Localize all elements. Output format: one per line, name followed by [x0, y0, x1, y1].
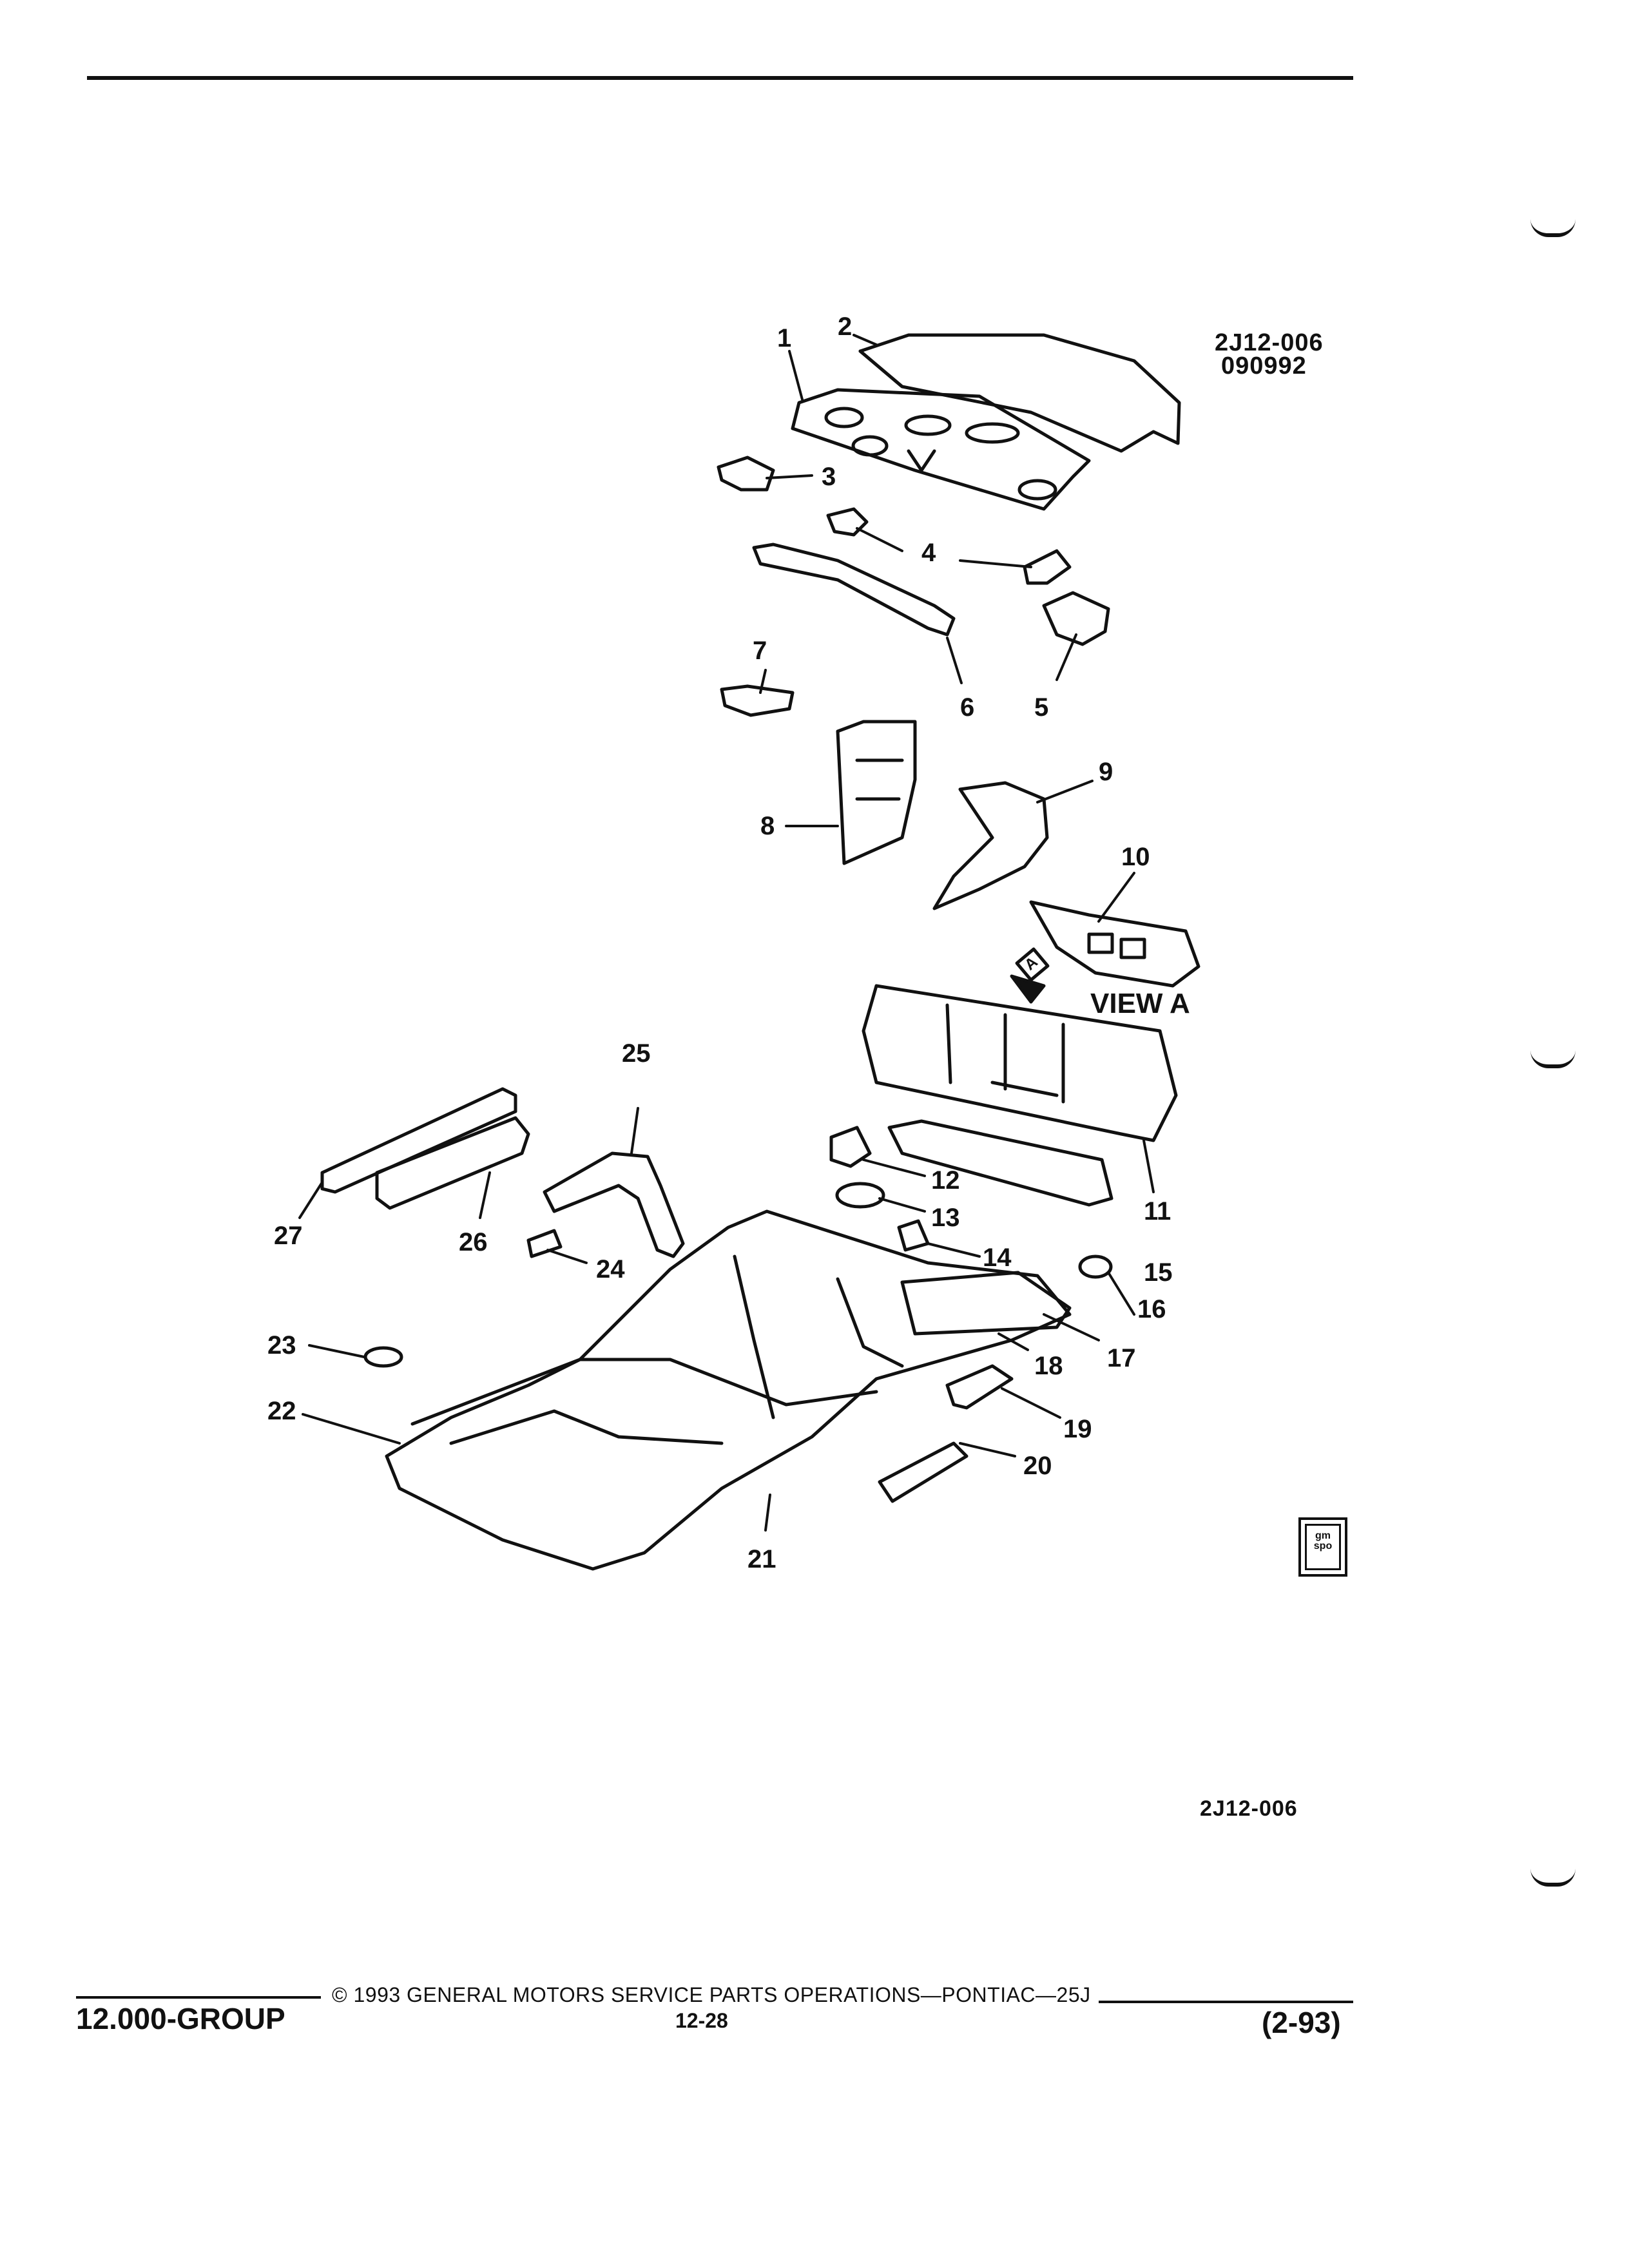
binding-mark: [1530, 1869, 1576, 1887]
binding-mark: [1530, 219, 1576, 237]
leader-lines: [298, 334, 1155, 1532]
callout-17: 17: [1107, 1344, 1136, 1372]
view-a-arrow-icon: [1010, 974, 1046, 1004]
callout-4: 4: [921, 539, 936, 567]
part-bracket-4-right: [1023, 549, 1072, 585]
callout-6: 6: [960, 693, 975, 722]
part-rail-26: [375, 1116, 530, 1210]
gm-spo-logo: gm spo: [1298, 1517, 1347, 1577]
callout-14: 14: [983, 1244, 1012, 1272]
footer-date: (2-93): [1262, 2006, 1341, 2039]
part-wheelhouse-9: [932, 781, 1049, 910]
callout-11: 11: [1144, 1197, 1171, 1225]
callout-10: 10: [1121, 843, 1150, 871]
part-rail-20: [878, 1441, 969, 1503]
callout-12: 12: [931, 1166, 960, 1195]
callout-19: 19: [1063, 1415, 1092, 1443]
view-a-label: VIEW A: [1090, 988, 1190, 1019]
callout-7: 7: [753, 637, 767, 665]
part-bracket-14: [897, 1219, 930, 1252]
part-bracket-12: [829, 1126, 872, 1168]
part-floor-rear-17: [900, 1271, 1072, 1336]
part-plug-16: [1078, 1254, 1113, 1279]
callout-2: 2: [838, 312, 853, 341]
part-bracket-7: [720, 684, 795, 717]
callout-22: 22: [267, 1397, 296, 1425]
callout-1: 1: [777, 324, 792, 352]
part-plug-13: [835, 1182, 885, 1209]
callout-13: 13: [931, 1204, 960, 1232]
part-bar-6: [752, 543, 956, 637]
footer-rule-right: [1099, 2001, 1353, 2003]
view-a-marker-box: [1015, 947, 1050, 982]
part-rail-27: [320, 1087, 517, 1194]
figure-date-code: 090992: [1221, 352, 1307, 380]
callout-3: 3: [822, 463, 836, 491]
callout-20: 20: [1023, 1452, 1052, 1480]
callout-21: 21: [747, 1545, 776, 1573]
callout-9: 9: [1099, 758, 1113, 786]
footer-copyright: © 1993 GENERAL MOTORS SERVICE PARTS OPER…: [332, 1983, 1091, 2006]
figure-id: 2J12-006: [1215, 329, 1324, 356]
callout-5: 5: [1034, 693, 1049, 722]
gm-spo-logo-text: gm spo: [1305, 1524, 1341, 1570]
callout-25: 25: [622, 1039, 651, 1068]
part-shelf-panel: [791, 388, 1091, 511]
part-bracket-3: [717, 456, 775, 492]
part-lamp-pocket-10: [1029, 900, 1200, 988]
part-sill-15: [887, 1119, 1113, 1207]
part-support-25: [543, 1151, 685, 1258]
part-floor-pan: [385, 1209, 1072, 1571]
binding-mark: [1530, 1050, 1576, 1068]
footer-page-number: 12-28: [675, 2009, 728, 2032]
callout-24: 24: [596, 1255, 625, 1283]
callout-23: 23: [267, 1331, 296, 1360]
callout-15: 15: [1144, 1258, 1173, 1287]
part-panel-8: [836, 720, 917, 865]
callout-27: 27: [274, 1222, 303, 1250]
callout-26: 26: [459, 1228, 488, 1256]
footer-group: 12.000-GROUP: [76, 2002, 285, 2035]
callout-16: 16: [1137, 1295, 1166, 1323]
part-rear-compartment-lid: [858, 333, 1181, 453]
part-rear-end-panel-11: [862, 984, 1178, 1142]
part-bracket-24: [526, 1229, 563, 1258]
top-rule: [87, 76, 1353, 80]
part-bracket-5: [1042, 591, 1110, 646]
part-bracket-4-left: [826, 507, 869, 537]
callout-18: 18: [1034, 1352, 1063, 1380]
footer-rule-left: [76, 1996, 321, 1999]
part-bracket-19: [945, 1364, 1014, 1410]
part-plug-23: [363, 1346, 403, 1368]
callout-8: 8: [760, 812, 775, 840]
figure-id-bottom: 2J12-006: [1200, 1796, 1298, 1821]
